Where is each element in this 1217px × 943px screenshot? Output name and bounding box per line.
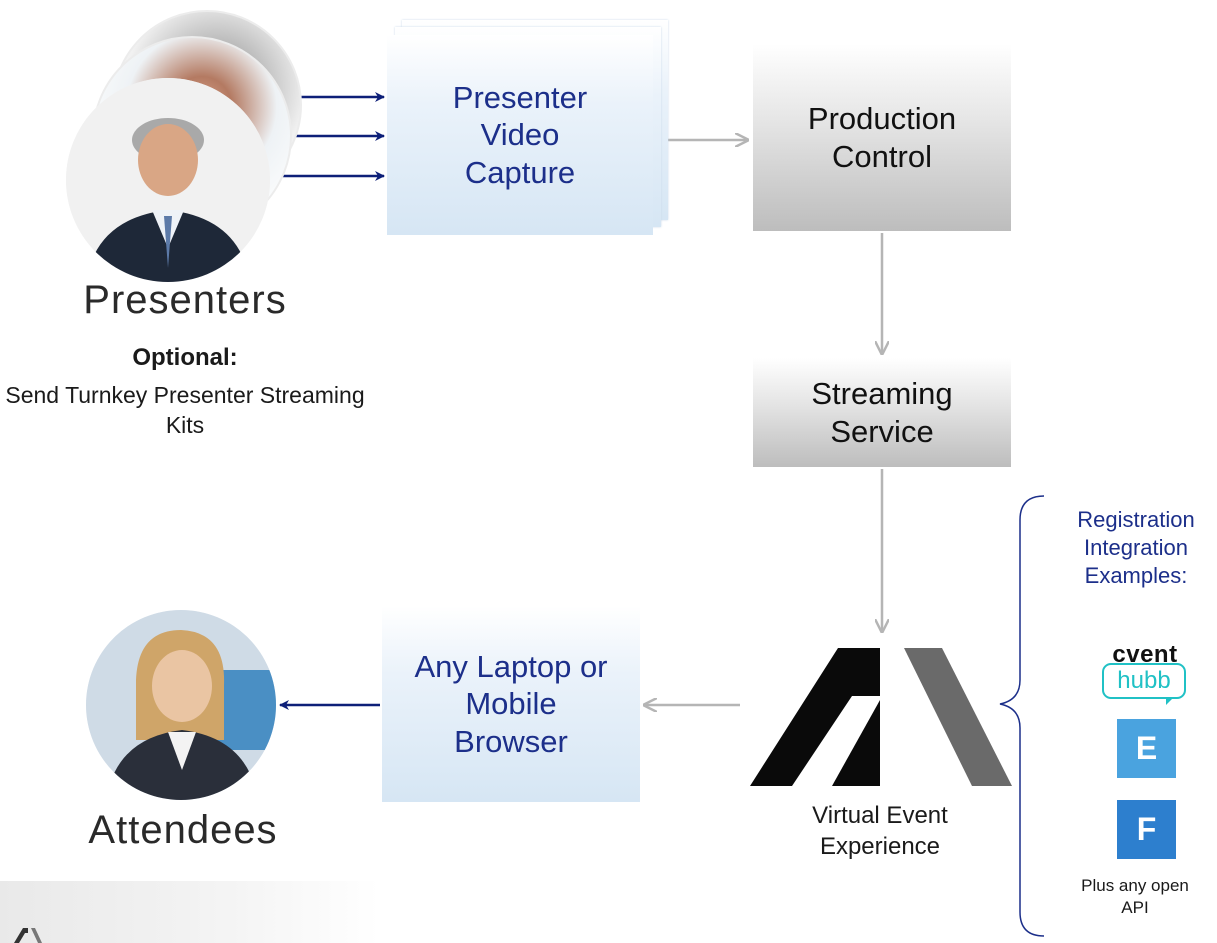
streaming-service-box: Streaming Service <box>753 358 1011 467</box>
hubb-logo-text: hubb <box>1117 667 1171 694</box>
registration-heading: Registration Integration Examples: <box>1077 507 1195 589</box>
bottom-corner-logo <box>14 928 42 943</box>
streaming-service-label: Streaming Service <box>811 376 953 449</box>
registration-bracket <box>999 495 1045 937</box>
platform-caption: Virtual Event Experience <box>812 802 948 861</box>
hubb-logo-tail <box>1166 697 1174 705</box>
bottom-gradient-strip <box>0 881 380 943</box>
presenter-photo-front <box>66 78 270 282</box>
presenters-title: Presenters <box>83 278 287 322</box>
optional-text: Send Turnkey Presenter Streaming Kits <box>5 382 365 438</box>
registration-footer: Plus any open API <box>1081 876 1189 918</box>
eventbrite-logo-letter: E <box>1135 730 1158 766</box>
f-logo-letter: F <box>1136 811 1157 847</box>
optional-label: Optional: <box>132 344 238 371</box>
production-control-label: Production Control <box>807 101 957 174</box>
production-control-box: Production Control <box>753 44 1011 231</box>
presenter-portrait-icon <box>66 78 270 282</box>
presenter-capture-box: Presenter Video Capture <box>387 35 653 235</box>
attendees-title: Attendees <box>88 808 278 852</box>
f-logo: F <box>1117 800 1176 859</box>
attendee-photo <box>86 610 276 800</box>
platform-logo <box>750 648 1012 786</box>
presenter-capture-label: Presenter Video Capture <box>452 80 588 190</box>
browser-label: Any Laptop or Mobile Browser <box>414 649 608 759</box>
hubb-logo: hubb <box>1102 663 1186 699</box>
eventbrite-logo: E <box>1117 719 1176 778</box>
browser-box: Any Laptop or Mobile Browser <box>382 606 640 802</box>
attendee-portrait-icon <box>86 610 276 800</box>
